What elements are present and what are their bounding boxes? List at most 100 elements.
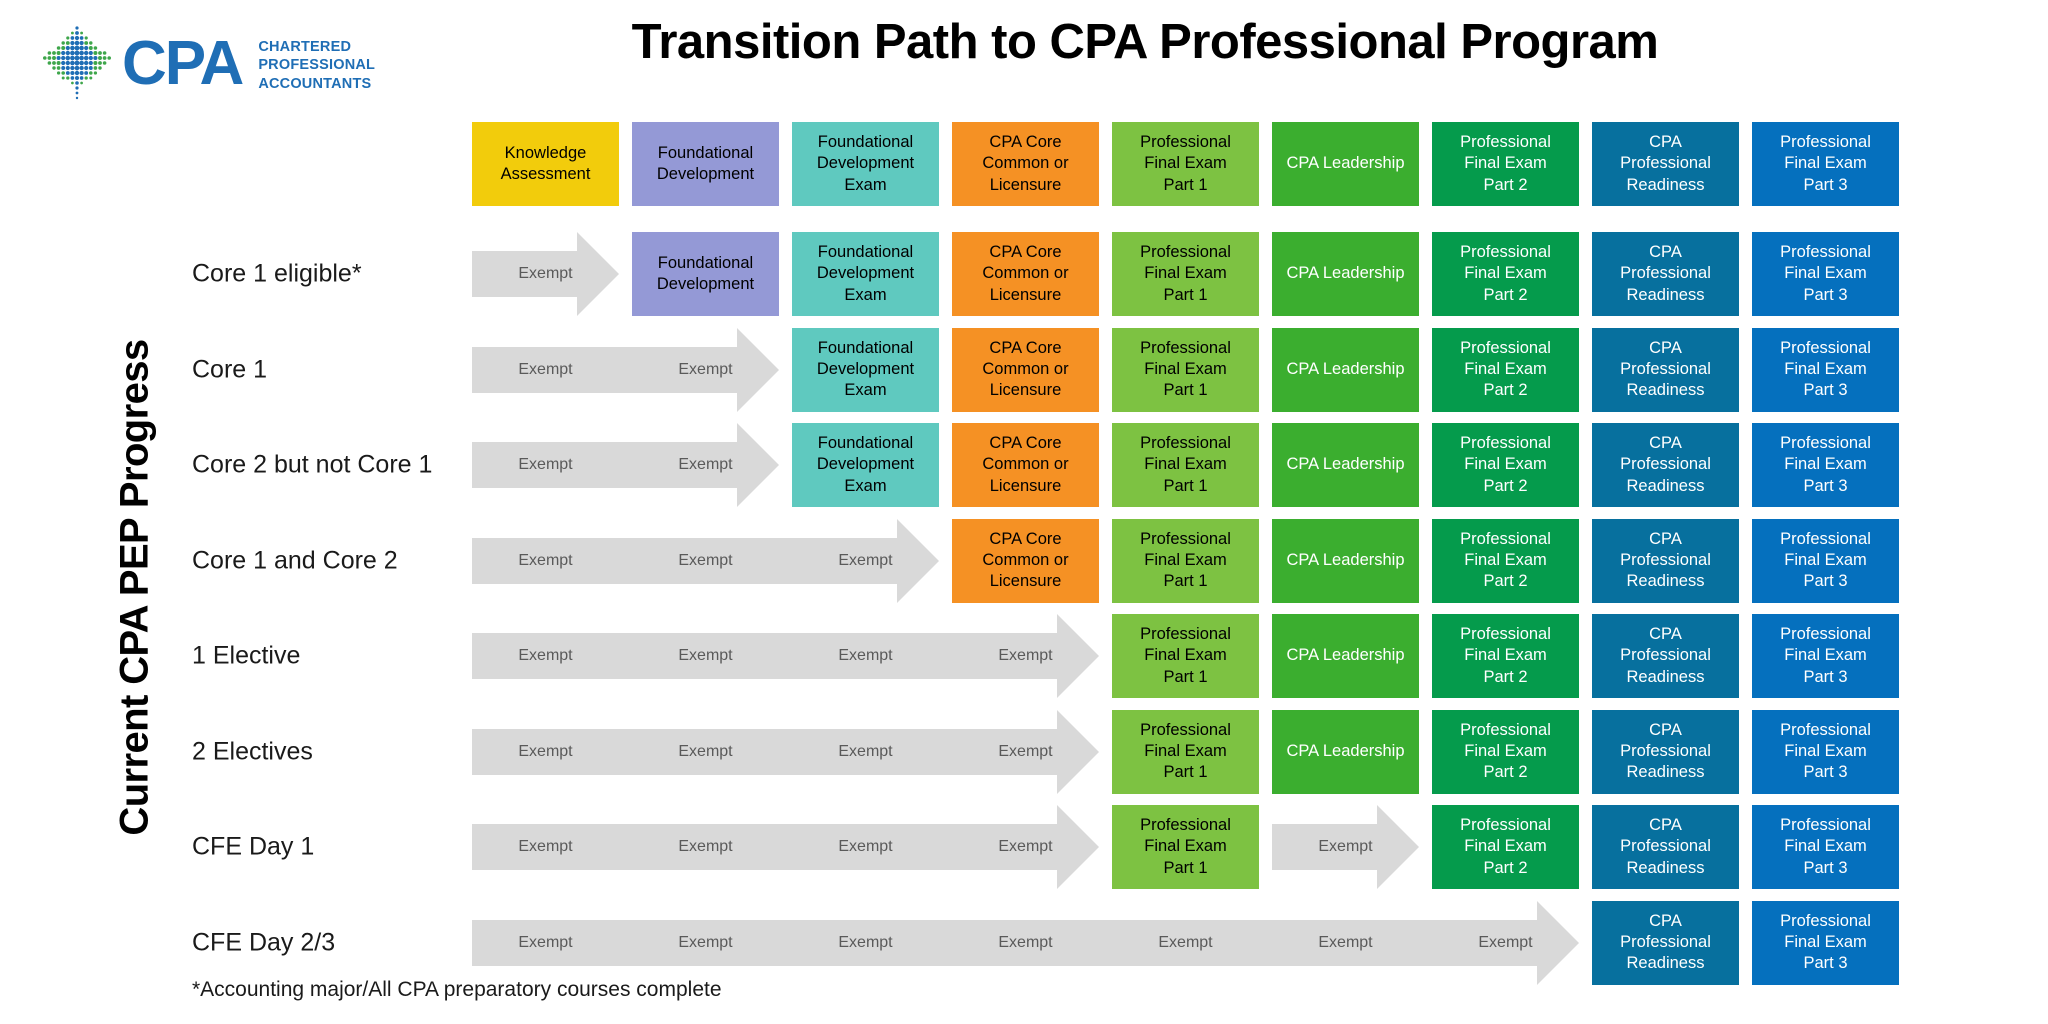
arrow-head-icon bbox=[1057, 709, 1099, 794]
cell-1-elective-cpa-leadership[interactable]: CPA Leadership bbox=[1272, 614, 1419, 698]
arrow-shaft bbox=[472, 442, 737, 488]
exempt-label: Exempt bbox=[518, 838, 573, 855]
cell-core-1-and-core-2-cpa-leadership[interactable]: CPA Leadership bbox=[1272, 518, 1419, 603]
row-label-cfe-day-2-3: CFE Day 2/3 bbox=[192, 928, 336, 956]
exempt-label: Exempt bbox=[998, 933, 1053, 951]
cell-2-electives-cpa-leadership[interactable]: CPA Leadership bbox=[1272, 709, 1419, 794]
cell-core-1-cpa-leadership[interactable]: CPA Leadership bbox=[1272, 327, 1419, 412]
arrow-shaft bbox=[472, 633, 1057, 679]
exempt-label: Exempt bbox=[518, 551, 573, 569]
logo-wordmark: CPA bbox=[122, 29, 244, 98]
arrow-shaft bbox=[472, 537, 897, 584]
exempt-label: Exempt bbox=[1158, 933, 1213, 951]
arrow-head-icon bbox=[1057, 614, 1099, 698]
exempt-label: Exempt bbox=[838, 551, 893, 569]
row-label-2-electives: 2 Electives bbox=[192, 737, 313, 765]
logo-tagline-line-2: PROFESSIONAL bbox=[258, 57, 376, 74]
cell-core-2-but-not-core-1-cpa-leadership[interactable]: CPA Leadership bbox=[1272, 423, 1419, 507]
exempt-label: Exempt bbox=[678, 551, 733, 569]
y-axis-label: Current CPA PEP Progress bbox=[112, 339, 157, 836]
logo-tagline-line-3: ACCOUNTANTS bbox=[258, 75, 372, 92]
page-title: Transition Path to CPA Professional Prog… bbox=[631, 15, 1659, 69]
cell-label: CPA Leadership bbox=[1286, 359, 1405, 378]
logo-tagline: CHARTERED PROFESSIONAL ACCOUNTANTS bbox=[258, 38, 375, 94]
exempt-label: Exempt bbox=[518, 742, 573, 760]
exempt-arrow-cfe-day-1-0 bbox=[472, 805, 1099, 889]
arrow-head-icon bbox=[577, 232, 619, 316]
arrow-head-icon bbox=[897, 518, 939, 603]
cell-core-1-eligible-cpa-leadership[interactable]: CPA Leadership bbox=[1272, 232, 1419, 316]
exempt-label: Exempt bbox=[1478, 933, 1533, 951]
footnote: *Accounting major/All CPA preparatory co… bbox=[192, 978, 722, 1001]
header-cell-cpa-leadership[interactable]: CPA Leadership bbox=[1272, 122, 1419, 206]
exempt-arrow-core-1-0 bbox=[472, 327, 779, 412]
exempt-label: Exempt bbox=[838, 647, 893, 664]
arrow-shaft bbox=[472, 824, 1057, 870]
arrow-head-icon bbox=[1537, 900, 1579, 985]
cell-label: CPA Leadership bbox=[1286, 154, 1405, 173]
